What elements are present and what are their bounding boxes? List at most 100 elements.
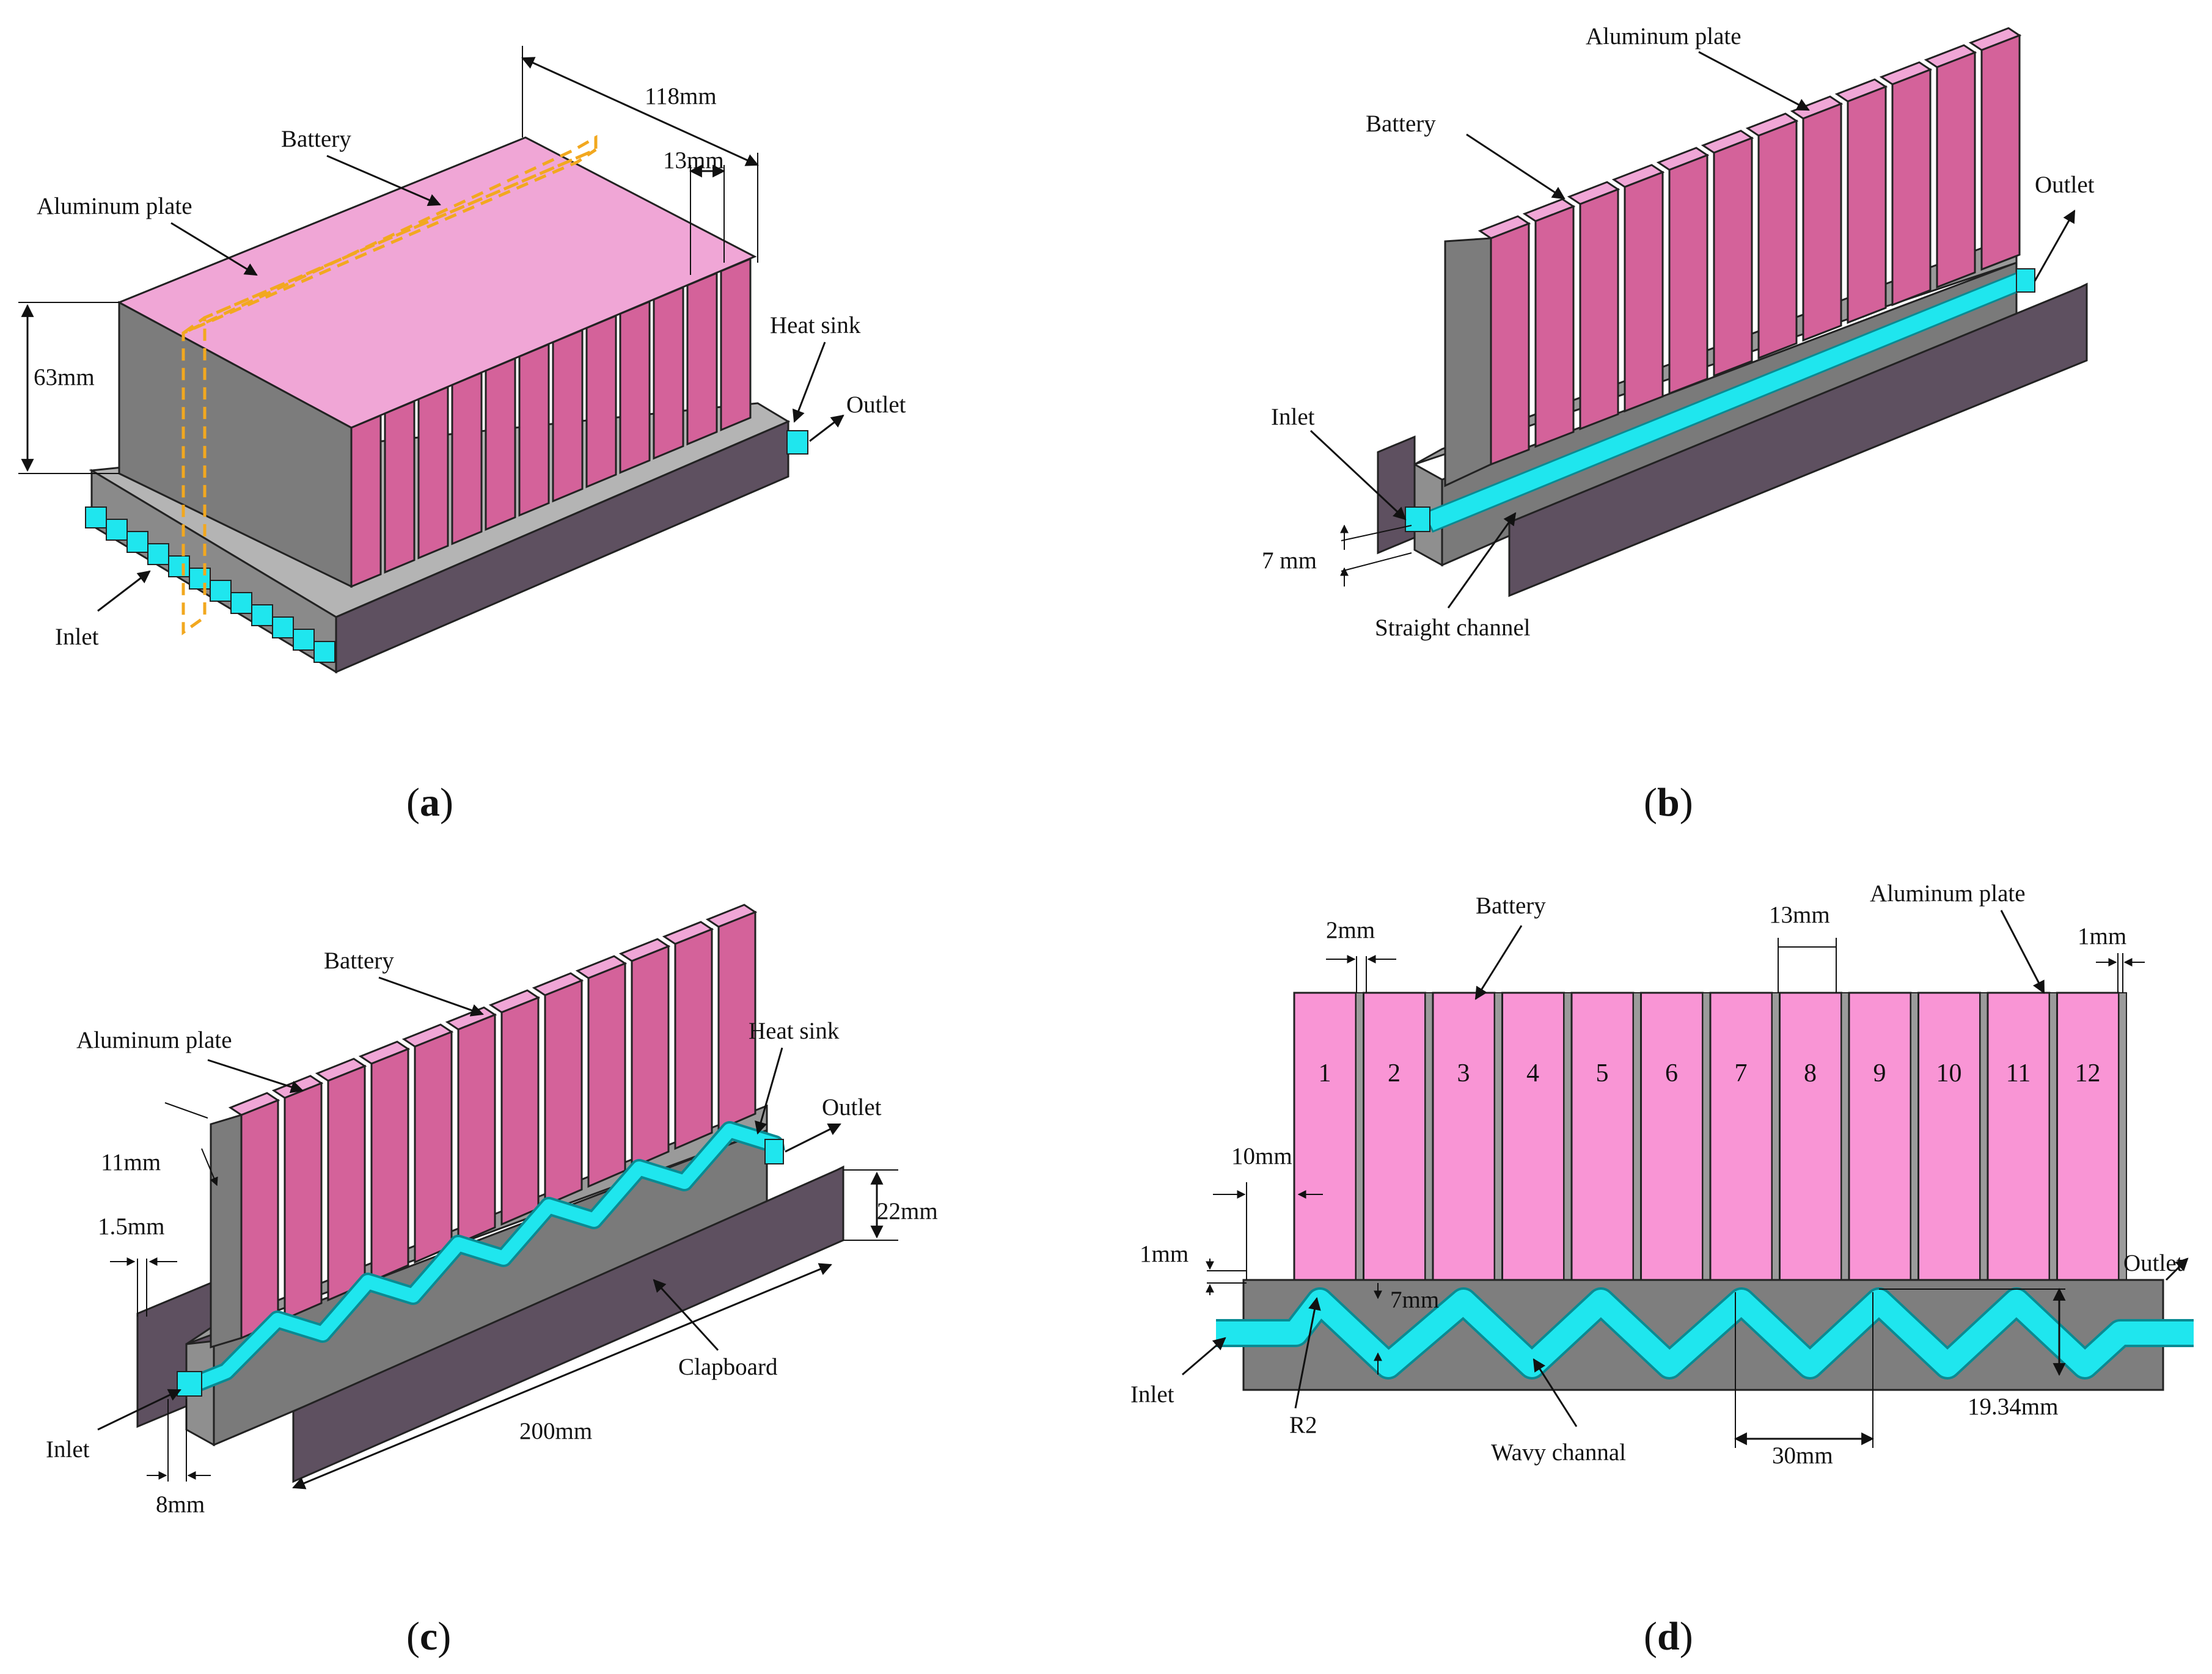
label-outlet-c: Outlet (822, 1094, 882, 1120)
battery-cell-b (1980, 34, 2021, 271)
battery-cell-d (1293, 992, 1357, 1281)
label-outlet-b: Outlet (2035, 172, 2095, 198)
label-aluminum-plate-c: Aluminum plate (76, 1027, 232, 1053)
label-dim-15: 1.5mm (98, 1213, 164, 1240)
battery-cell-b (1713, 136, 1753, 378)
battery-cell-b (1579, 188, 1619, 431)
battery-cell-b (1490, 222, 1530, 466)
battery-cell-a (518, 343, 550, 517)
label-inlet-b: Inlet (1271, 404, 1315, 430)
leader-aluminum-d (2000, 910, 2045, 994)
battery-cell-d (1570, 992, 1635, 1281)
label-dim-7b: 7 mm (1262, 547, 1317, 574)
leader-battery-a (326, 155, 441, 207)
dim-line-11 (164, 1102, 208, 1119)
battery-cell-c (284, 1081, 323, 1321)
label-dim-22: 22mm (877, 1198, 938, 1224)
leader-battery-c (378, 976, 484, 1017)
caption-d: (d) (1644, 1614, 1693, 1659)
battery-cell-b (1757, 119, 1798, 360)
label-dim-10mm: 10mm (1231, 1143, 1292, 1169)
label-battery-d: Battery (1476, 893, 1546, 919)
dim-line-118 (521, 57, 759, 166)
battery-cell-c (631, 945, 670, 1169)
label-dim-7d: 7mm (1390, 1287, 1439, 1313)
inlet-port-a (168, 555, 190, 577)
label-r2: R2 (1289, 1412, 1317, 1438)
label-heat-sink-c: Heat sink (749, 1018, 840, 1044)
label-inlet-d: Inlet (1130, 1381, 1174, 1408)
leader-straight-channel (1447, 512, 1517, 609)
battery-side-c (210, 1113, 243, 1349)
battery-side-b (1444, 237, 1492, 488)
inlet-port-a (85, 506, 107, 528)
caption-c: (c) (406, 1614, 451, 1659)
cell-number: 6 (1665, 1059, 1678, 1087)
inlet-port-a (251, 604, 273, 626)
leader-outlet-b (2034, 210, 2076, 282)
battery-cell-a (585, 314, 617, 489)
cell-number: 4 (1526, 1059, 1539, 1087)
leader-aluminum-a (170, 222, 258, 276)
cell-number: 10 (1936, 1059, 1962, 1087)
battery-cell-a (485, 357, 516, 532)
cell-number: 1 (1319, 1059, 1331, 1087)
aluminum-plate-d (1979, 992, 1988, 1281)
label-battery-c: Battery (324, 948, 394, 974)
battery-cells-b (1478, 27, 2022, 466)
leader-outlet-c (785, 1123, 841, 1153)
aluminum-plate-d (1771, 992, 1781, 1281)
inlet-port-a (147, 543, 169, 565)
label-inlet-a: Inlet (55, 624, 99, 650)
battery-cell-b (1936, 51, 1976, 289)
battery-cell-a (350, 414, 382, 588)
dashed-highlight-box (181, 134, 598, 635)
aluminum-plate-d (2118, 992, 2127, 1281)
cell-number: 7 (1735, 1059, 1748, 1087)
battery-cell-c (327, 1064, 366, 1302)
panel-c: Battery Aluminum plate Heat sink Outlet … (46, 904, 938, 1659)
aluminum-plate-d (1563, 992, 1572, 1281)
label-dim-1934: 19.34mm (1968, 1394, 2058, 1420)
battery-pack-top (117, 136, 757, 429)
label-clapboard: Clapboard (678, 1354, 778, 1380)
battery-cell-b (1891, 68, 1932, 307)
label-outlet-a: Outlet (846, 392, 906, 418)
label-dim-118: 118mm (645, 83, 717, 109)
panel-a: Battery Aluminum plate Heat sink Outlet … (18, 46, 906, 825)
dim-ext-7a (1341, 525, 1412, 541)
outlet-port-b (2016, 268, 2035, 293)
back-wall-b (1377, 435, 1416, 555)
battery-cell-c (240, 1098, 279, 1340)
leader-battery-d (1474, 925, 1523, 1000)
inlet-port-a (230, 592, 252, 614)
battery-cell-a (384, 400, 416, 574)
label-outlet-d: Outlet (2123, 1250, 2183, 1276)
panel-b: Battery Aluminum plate Outlet Inlet 7 mm… (1262, 23, 2095, 825)
caption-b: (b) (1644, 780, 1693, 825)
leader-inlet-d (1182, 1337, 1226, 1376)
inlet-port-a (106, 519, 128, 541)
wavy-channel-d-core (1216, 1290, 2194, 1377)
aluminum-plate-d (1355, 992, 1364, 1281)
label-straight-channel: Straight channel (1375, 615, 1531, 641)
battery-cell-b (1847, 85, 1887, 324)
label-inlet-c: Inlet (46, 1436, 90, 1463)
battery-cell-c (587, 962, 626, 1188)
leader-wavy-channel (1533, 1358, 1578, 1427)
battery-cell-a (619, 300, 651, 474)
battery-cell-d (1779, 992, 1842, 1281)
aluminum-plate-d (1424, 992, 1434, 1281)
inlet-port-a (293, 629, 315, 651)
battery-cell-a (686, 271, 718, 446)
aluminum-plate-d (1840, 992, 1850, 1281)
leader-inlet-b (1309, 429, 1407, 521)
battery-cell-d (1640, 992, 1704, 1281)
battery-cell-c (717, 910, 756, 1131)
label-heat-sink-a: Heat sink (770, 312, 861, 338)
leader-battery-b (1466, 133, 1566, 200)
battery-cell-a (451, 371, 483, 546)
inlet-port-a (313, 641, 335, 663)
